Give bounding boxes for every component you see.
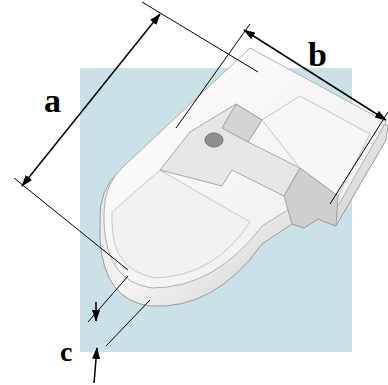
part-top-face (104, 48, 386, 288)
extension-line (330, 112, 388, 204)
extension-line (176, 24, 250, 128)
rib-boss (222, 104, 262, 142)
dimension-arrow (95, 302, 97, 321)
dimension-label: c (60, 338, 72, 366)
extension-line (14, 178, 128, 270)
dimension-line (244, 30, 386, 120)
notch-face (284, 168, 338, 228)
dimension-line (22, 14, 160, 186)
front-recess (112, 170, 250, 278)
hole (205, 133, 223, 147)
extension-line (106, 300, 150, 346)
dimension-arrow (94, 348, 97, 383)
dimension-label: a (44, 84, 61, 118)
dimension-label: b (308, 38, 327, 72)
extension-line (88, 276, 128, 322)
